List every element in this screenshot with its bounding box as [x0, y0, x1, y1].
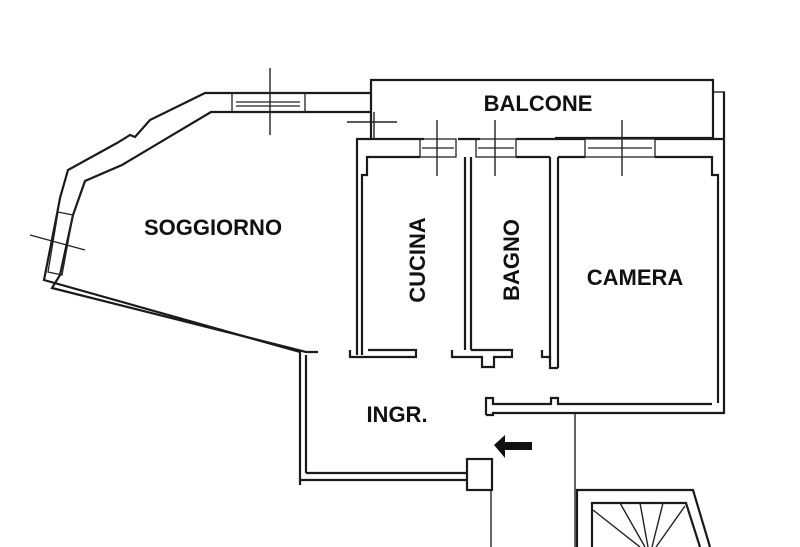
window-cucina — [419, 120, 457, 176]
room-label-bagno: BAGNO — [499, 219, 524, 301]
room-label-cucina: CUCINA — [405, 217, 430, 303]
camera-bottom-wall — [484, 396, 712, 417]
ingresso-walls — [298, 355, 576, 547]
room-label-camera: CAMERA — [587, 265, 684, 290]
partition-walls — [348, 157, 560, 370]
room-label-ingresso: INGR. — [366, 402, 427, 427]
spiral-staircase-icon — [575, 488, 712, 547]
window-soggiorno-left — [29, 211, 86, 276]
room-label-soggiorno: SOGGIORNO — [144, 215, 282, 240]
window-bagno — [475, 120, 517, 176]
room-label-balcone: BALCONE — [484, 91, 593, 116]
upper-inner-walls — [355, 92, 726, 415]
window-soggiorno-top — [231, 68, 306, 135]
entrance-arrow-icon — [494, 435, 532, 458]
window-camera — [584, 120, 656, 176]
